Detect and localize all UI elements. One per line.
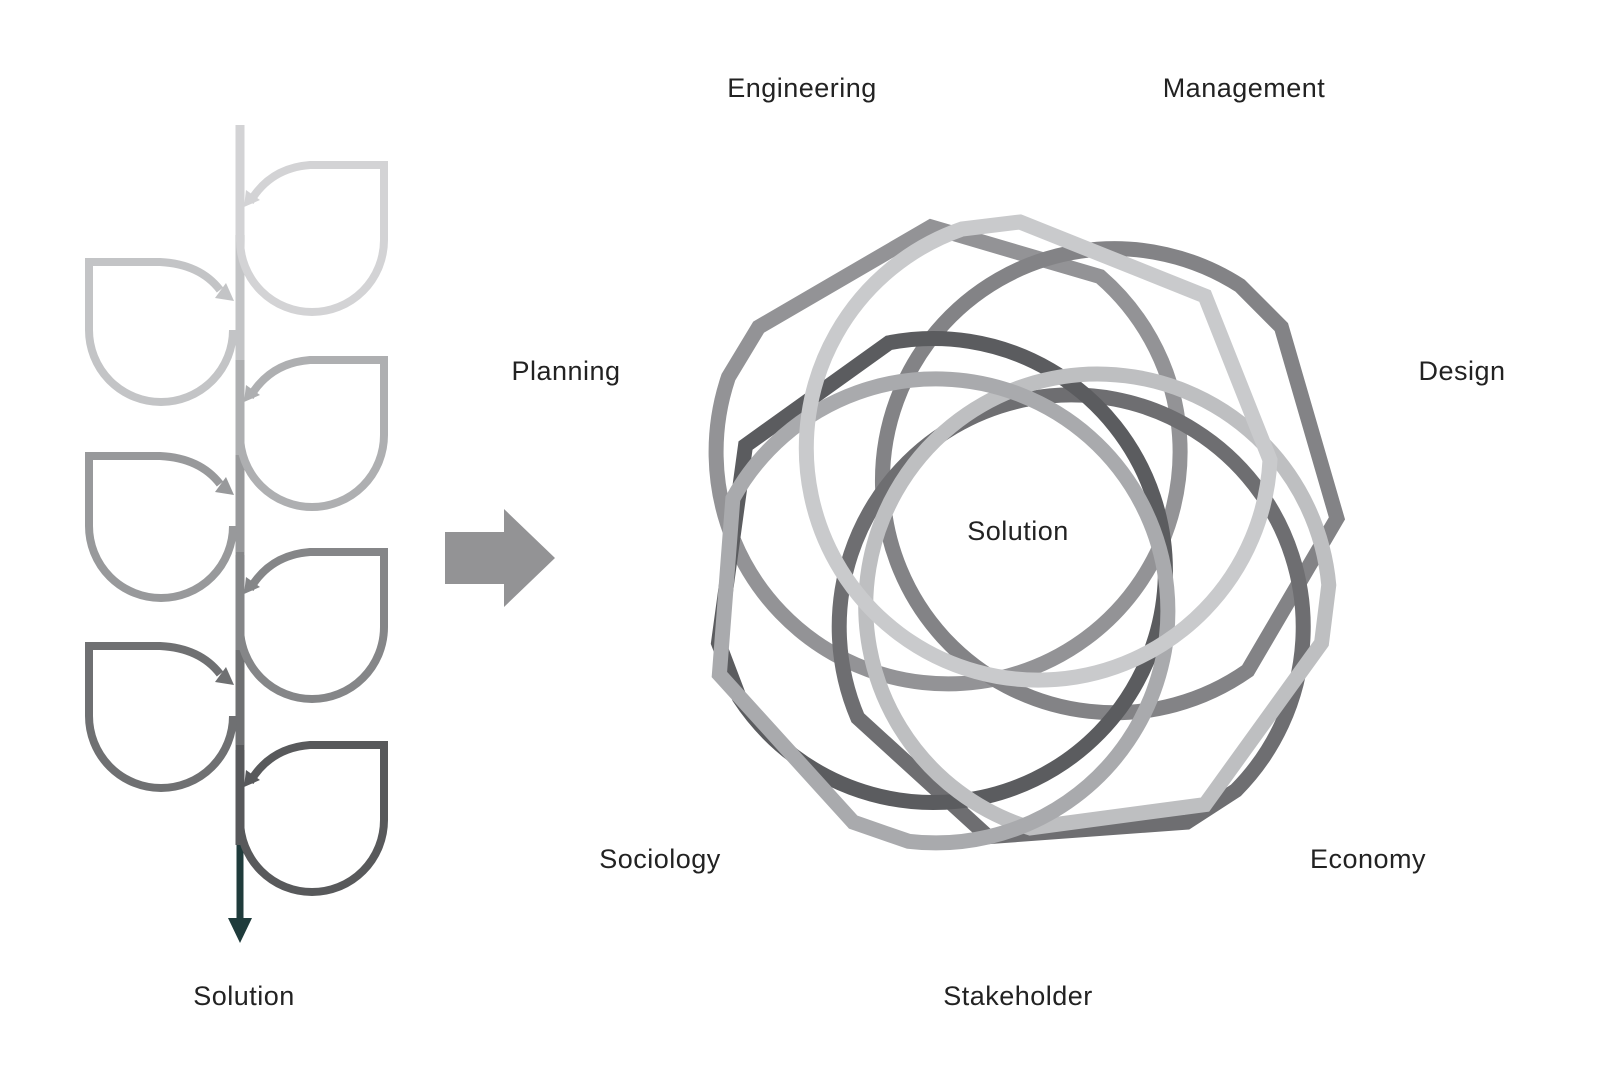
stage-loop-1 (236, 161, 388, 316)
center-solution-label: Solution (967, 516, 1069, 546)
label-design: Design (1418, 356, 1505, 386)
label-stakeholder: Stakeholder (943, 981, 1093, 1011)
stage-loop-7 (85, 642, 237, 792)
label-economy: Economy (1310, 844, 1426, 874)
stage-loop-5 (85, 258, 237, 406)
label-engineering: Engineering (727, 73, 877, 103)
petal-stakeholder (806, 222, 1270, 680)
sequential-process: Solution (85, 125, 388, 1011)
stage-loop-2 (236, 356, 388, 511)
label-sociology: Sociology (599, 844, 721, 874)
stage-loop-4 (236, 741, 388, 896)
label-management: Management (1163, 73, 1326, 103)
solution-arrowhead (228, 918, 252, 943)
left-solution-label: Solution (193, 981, 295, 1011)
transition-arrow (445, 509, 555, 607)
petal-design (761, 317, 1379, 932)
label-planning: Planning (511, 356, 620, 386)
stage-loop-6 (85, 452, 237, 602)
stage-loop-3 (236, 548, 388, 703)
